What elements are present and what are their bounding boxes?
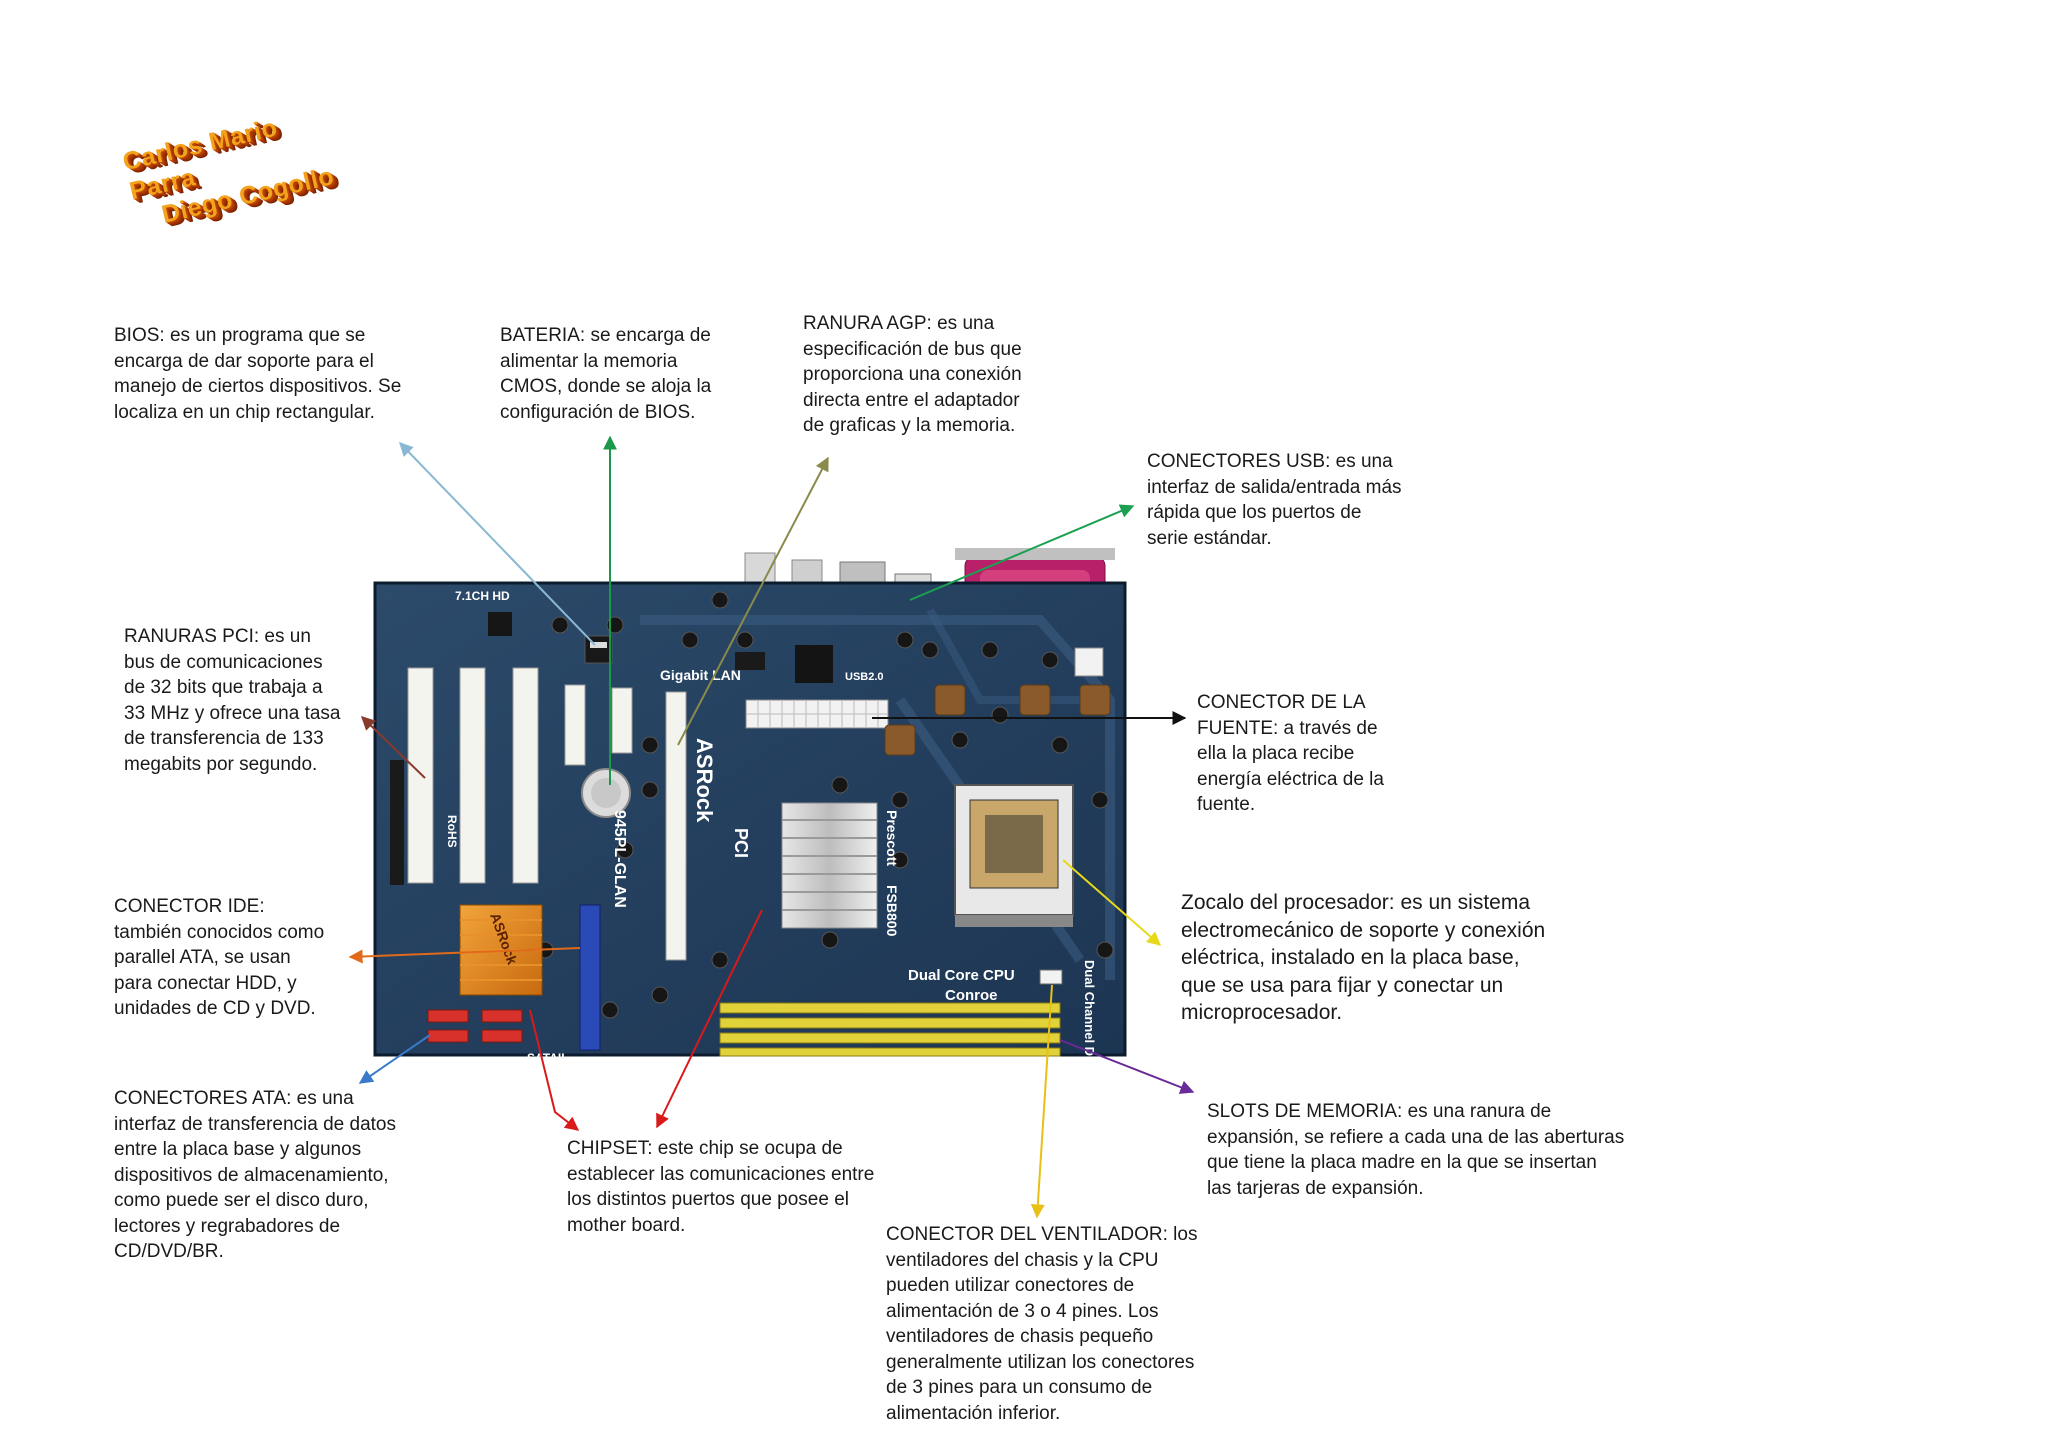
board-text-ddr2: Dual Channel DDRII533 xyxy=(1082,960,1097,1104)
arrow-chipset-b xyxy=(656,909,763,1129)
pcie-x16-slot xyxy=(665,691,687,961)
cpu-socket xyxy=(954,784,1074,927)
lan-chip xyxy=(795,645,833,683)
board-text-lan: Gigabit LAN xyxy=(660,667,741,683)
northbridge-heatsink xyxy=(781,802,878,929)
label-usb: CONECTORES USB: es una interfaz de salid… xyxy=(1147,451,1402,549)
arrow-agp xyxy=(677,456,829,746)
arrow-ata xyxy=(358,1034,431,1084)
board-text-prescott: Prescott xyxy=(884,810,900,866)
label-pci: RANURAS PCI: es un bus de comunicaciones… xyxy=(124,626,341,775)
board-text-dual-core: Dual Core CPU xyxy=(908,967,1015,984)
arrow-memoria xyxy=(1059,1039,1195,1094)
arrow-ventilador xyxy=(1030,984,1053,1219)
board-text-pci: PCI xyxy=(731,828,751,858)
label-ide: CONECTOR IDE: también conocidos como par… xyxy=(114,896,325,1019)
label-memoria: SLOTS DE MEMORIA: es una ranura de expan… xyxy=(1207,1101,1625,1199)
atx12v-connector xyxy=(1074,647,1104,677)
vrm-inductors xyxy=(884,684,1111,756)
board-text-model: 945PL-GLAN xyxy=(611,810,628,908)
arrow-bios xyxy=(399,441,596,646)
label-bios: BIOS: es un programa que se encarga de d… xyxy=(114,325,402,423)
pci-slots xyxy=(407,667,539,884)
arrow-zocalo xyxy=(1062,859,1162,946)
cpu-fan-header xyxy=(1039,969,1063,985)
label-bateria: BATERIA: se encarga de alimentar la memo… xyxy=(500,325,712,423)
audio-chip xyxy=(488,612,512,636)
arrow-usb xyxy=(909,504,1135,601)
ide-connector xyxy=(579,904,601,1051)
board-text-conroe: Conroe xyxy=(945,987,998,1004)
board-text-brand: ASRock xyxy=(692,738,717,823)
label-zocalo: Zocalo del procesador: es un sistema ele… xyxy=(1181,891,1546,1024)
arrow-ide xyxy=(348,947,581,964)
memory-slots xyxy=(719,1002,1061,1057)
board-text-sata: SATAII xyxy=(527,1051,565,1065)
arrow-pci xyxy=(360,716,426,779)
floppy-connector xyxy=(390,760,404,885)
label-ventilador: CONECTOR DEL VENTILADOR: los ventiladore… xyxy=(886,1224,1198,1424)
sata-ports xyxy=(427,1009,523,1043)
label-ata: CONECTORES ATA: es una interfaz de trans… xyxy=(114,1088,397,1262)
board-text-rohs: RoHS xyxy=(445,815,459,848)
label-fuente: CONECTOR DE LA FUENTE: a través de ella … xyxy=(1197,692,1384,815)
board-text-hd-audio: 7.1CH HD xyxy=(455,589,510,603)
pcie-x1-slots xyxy=(564,684,633,766)
arrow-chipset-a xyxy=(529,1009,580,1131)
board-text-usb: USB2.0 xyxy=(845,671,884,683)
label-agp: RANURA AGP: es una especificación de bus… xyxy=(803,313,1022,436)
board-text-fsb: FSB800 xyxy=(884,885,900,937)
label-chipset: CHIPSET: este chip se ocupa de establece… xyxy=(567,1138,875,1236)
